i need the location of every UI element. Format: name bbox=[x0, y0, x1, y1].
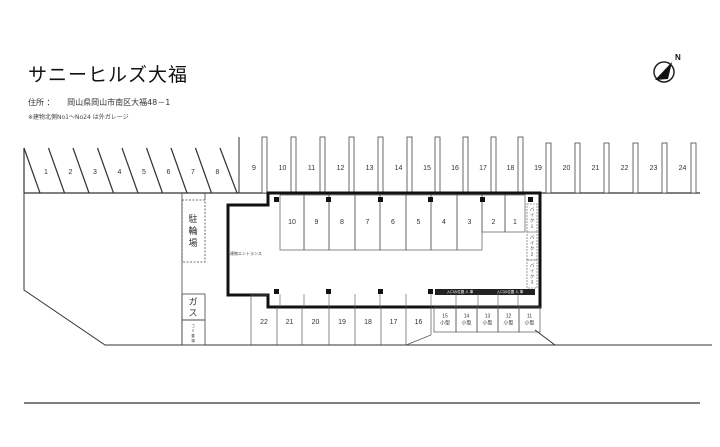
small-space-number: 12 bbox=[506, 313, 512, 319]
garage-space-label: 11 bbox=[308, 165, 315, 172]
gas-label: ガス bbox=[188, 297, 197, 318]
small-space-type: 小型 bbox=[524, 319, 534, 326]
small-space-number: 15 bbox=[442, 313, 448, 319]
indoor-space-label: 9 bbox=[315, 219, 319, 226]
pillars bbox=[274, 197, 533, 294]
svg-text:ク: ク bbox=[530, 246, 535, 252]
lower-space-label: 20 bbox=[312, 319, 320, 326]
svg-text:ガ: ガ bbox=[188, 297, 197, 307]
svg-text:3: 3 bbox=[531, 280, 534, 285]
bicycle-parking-area bbox=[181, 199, 206, 263]
lower-space-label: 18 bbox=[364, 319, 372, 326]
garage-space-label: 8 bbox=[216, 169, 220, 176]
indoor-space-label: 5 bbox=[417, 219, 421, 226]
compass-label: N bbox=[675, 53, 681, 62]
north-arrow-icon: N bbox=[653, 53, 681, 83]
garage-space-label: 22 bbox=[621, 165, 629, 172]
svg-text:場: 場 bbox=[188, 237, 197, 248]
lower-space-label: 17 bbox=[390, 319, 398, 326]
svg-text:入口の位置 人 車: 入口の位置 人 車 bbox=[497, 289, 524, 294]
garage-space-label: 23 bbox=[650, 165, 658, 172]
lower-space-label: 19 bbox=[338, 319, 346, 326]
svg-text:バ: バ bbox=[530, 235, 535, 240]
svg-text:ス: ス bbox=[188, 308, 197, 318]
indoor-space-label: 2 bbox=[492, 219, 496, 226]
indoor-space-label: 10 bbox=[288, 219, 296, 226]
garage-space-label: 4 bbox=[118, 169, 122, 176]
lower-parking-spaces: 22 21 20 19 18 17 16 bbox=[250, 294, 432, 346]
garage-space-label: 1 bbox=[44, 169, 48, 176]
garage-space-label: 20 bbox=[563, 165, 571, 172]
small-space-number: 13 bbox=[485, 313, 491, 319]
small-space-type: 小型 bbox=[503, 319, 513, 326]
svg-text:ゴ: ゴ bbox=[191, 323, 195, 328]
svg-text:ク: ク bbox=[530, 274, 535, 280]
indoor-space-label: 7 bbox=[366, 219, 370, 226]
address-line: 住所 ： 岡山県岡山市南区大福48－1 bbox=[28, 97, 170, 108]
garage-space-label: 10 bbox=[279, 165, 287, 172]
indoor-space-label: 6 bbox=[391, 219, 395, 226]
garage-space-label: 5 bbox=[142, 169, 146, 176]
site-boundary bbox=[23, 193, 712, 404]
garage-space-label: 13 bbox=[366, 165, 374, 172]
svg-text:ク: ク bbox=[530, 218, 535, 224]
address-label: 住所 ： bbox=[28, 98, 55, 107]
svg-text:バ: バ bbox=[530, 207, 535, 212]
indoor-space-label: 1 bbox=[513, 219, 517, 226]
svg-text:イ: イ bbox=[530, 241, 535, 246]
small-space-number: 11 bbox=[527, 313, 532, 319]
garage-space-label: 6 bbox=[167, 169, 171, 176]
garage-space-label: 18 bbox=[507, 165, 515, 172]
straight-garage-row: 9 10 11 12 13 14 15 16 17 18 19 20 21 22 23 24 bbox=[252, 136, 697, 194]
garage-space-label: 12 bbox=[337, 165, 345, 172]
page-title: サニーヒルズ大福 bbox=[28, 64, 189, 86]
svg-text:駐: 駐 bbox=[188, 213, 197, 224]
angled-garage-row: 1 2 3 4 5 6 7 8 bbox=[23, 137, 240, 194]
garage-note: ※建物北側No1～No24 は外ガレージ bbox=[28, 114, 129, 121]
garbage-area bbox=[181, 319, 206, 346]
garage-space-label: 14 bbox=[395, 165, 403, 172]
svg-text:イ: イ bbox=[530, 213, 535, 218]
indoor-space-label: 4 bbox=[442, 219, 446, 226]
lower-space-label: 22 bbox=[260, 319, 268, 326]
garage-space-label: 9 bbox=[252, 165, 256, 172]
bicycle-parking-label: 駐輪場 bbox=[188, 213, 197, 248]
garage-space-label: 16 bbox=[451, 165, 459, 172]
svg-text:バ: バ bbox=[530, 263, 535, 268]
indoor-space-label: 3 bbox=[468, 219, 472, 226]
garage-space-label: 15 bbox=[423, 165, 431, 172]
lower-space-label: 21 bbox=[286, 319, 294, 326]
lower-strip: 入口の位置 人 車 入口の位置 人 車 bbox=[279, 289, 535, 307]
garage-space-label: 3 bbox=[93, 169, 97, 176]
svg-text:置: 置 bbox=[191, 333, 195, 338]
garage-space-label: 21 bbox=[592, 165, 600, 172]
entrance-label: 建物エントランス bbox=[230, 250, 262, 256]
svg-text:イ: イ bbox=[530, 269, 535, 274]
garage-space-label: 7 bbox=[191, 169, 195, 176]
svg-text:1: 1 bbox=[531, 224, 534, 229]
svg-text:ミ: ミ bbox=[191, 329, 195, 333]
small-space-number: 14 bbox=[464, 313, 470, 319]
small-space-type: 小型 bbox=[440, 319, 450, 326]
garage-space-label: 19 bbox=[534, 165, 542, 172]
svg-text:2: 2 bbox=[531, 252, 534, 257]
small-space-type: 小型 bbox=[482, 319, 492, 326]
svg-text:輪: 輪 bbox=[188, 225, 197, 236]
lower-space-label: 16 bbox=[415, 319, 423, 326]
garage-space-label: 17 bbox=[479, 165, 487, 172]
svg-text:入口の位置 人 車: 入口の位置 人 車 bbox=[447, 289, 474, 294]
garage-space-label: 2 bbox=[69, 169, 73, 176]
svg-text:場: 場 bbox=[191, 338, 195, 343]
garage-space-label: 24 bbox=[679, 165, 687, 172]
indoor-space-label: 8 bbox=[340, 219, 344, 226]
indoor-upper-spaces: 10 9 8 7 6 5 4 3 2 1 bbox=[279, 194, 526, 251]
address-value: 岡山県岡山市南区大福48－1 bbox=[67, 98, 171, 107]
small-space-type: 小型 bbox=[461, 319, 471, 326]
